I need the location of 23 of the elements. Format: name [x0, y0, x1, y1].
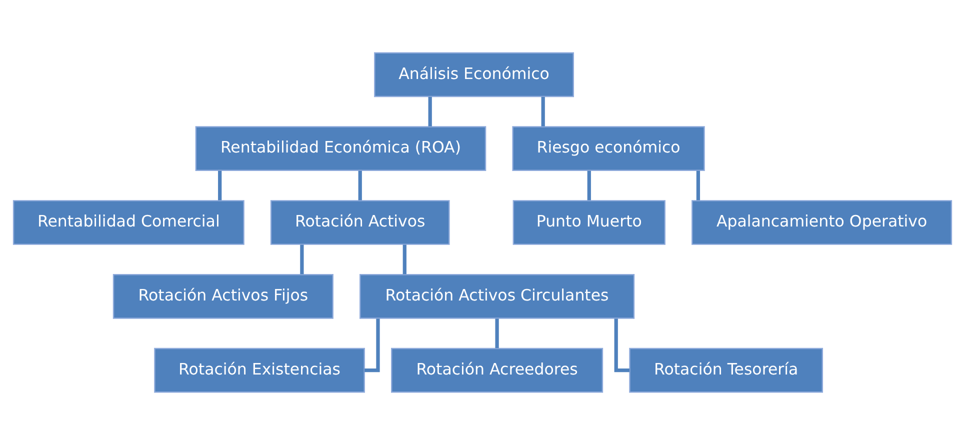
node-box: Rotación Tesorería [629, 347, 824, 392]
connector [218, 170, 222, 200]
node-box: Punto Muerto [512, 200, 666, 244]
connector [614, 318, 630, 372]
connector [402, 244, 406, 274]
connector [300, 244, 304, 274]
node-box: Análisis Económico [374, 52, 574, 97]
connector [696, 170, 700, 200]
connector [364, 318, 380, 372]
node-box: Rotación Existencias [154, 347, 365, 392]
connector [587, 170, 591, 200]
node-box: Rentabilidad Económica (ROA) [195, 126, 486, 170]
node-box: Riesgo económico [512, 126, 705, 170]
connector [495, 318, 499, 348]
node-box: Rotación Activos Fijos [112, 274, 334, 318]
connector [541, 96, 545, 126]
node-box: Rentabilidad Comercial [12, 200, 244, 244]
connector [428, 96, 432, 126]
node-box: Apalancamiento Operativo [692, 200, 952, 244]
node-box: Rotación Acreedores [391, 347, 604, 392]
node-box: Rotación Activos [270, 200, 450, 244]
node-box: Rotación Activos Circulantes [360, 274, 635, 318]
connector [358, 170, 362, 200]
